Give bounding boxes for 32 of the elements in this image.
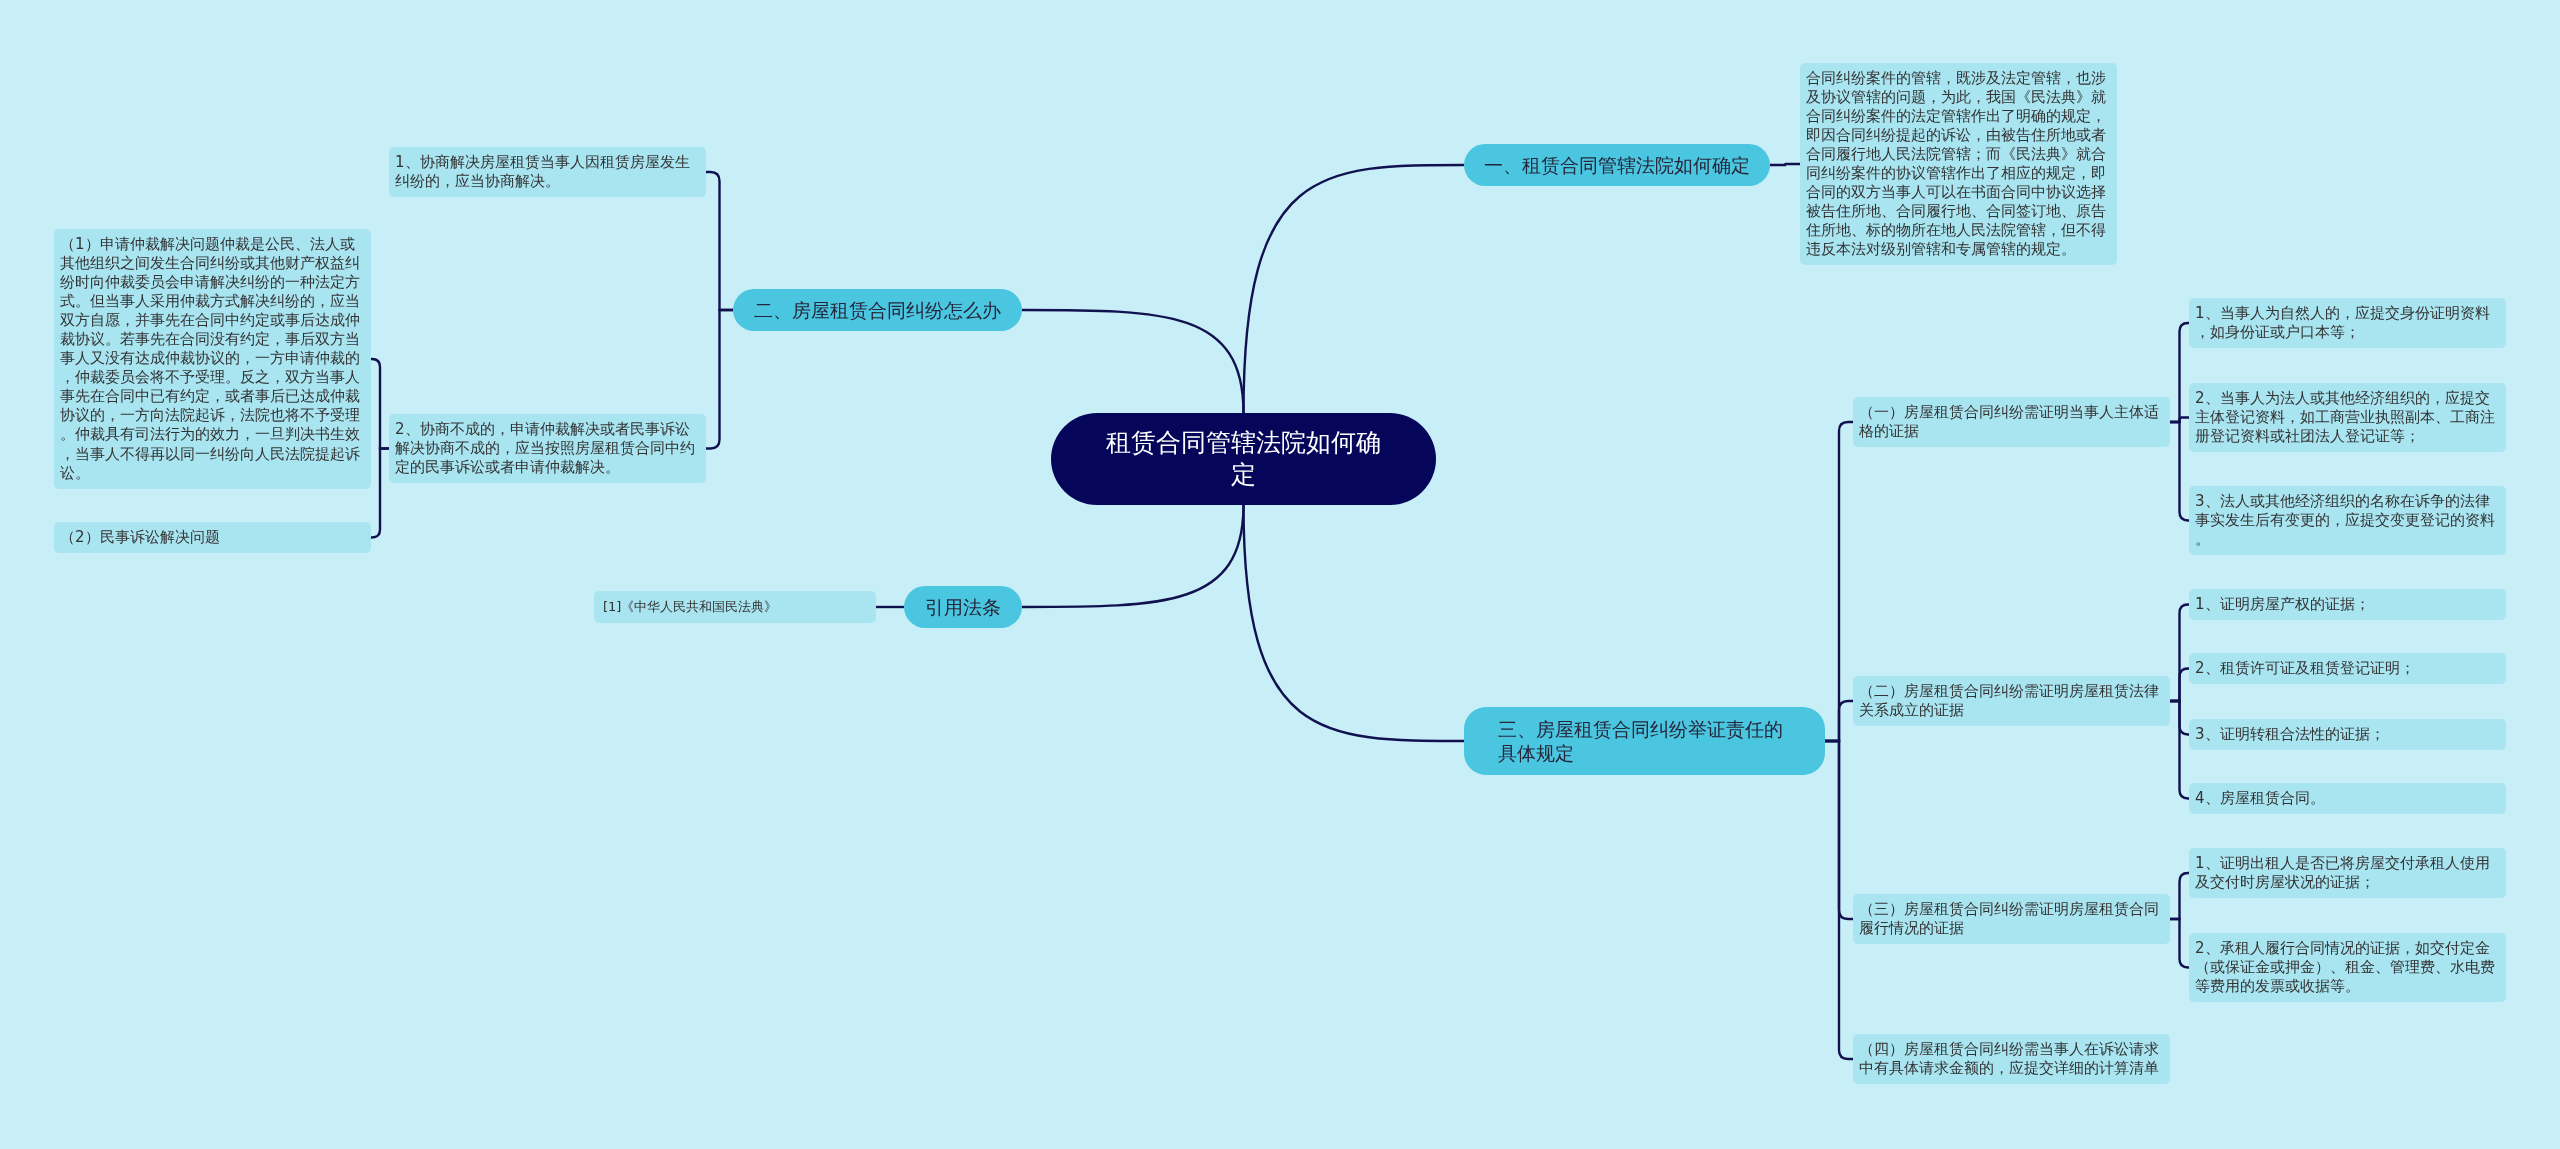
connector (2170, 420, 2190, 522)
note-box: （2）民事诉讼解决问题 (54, 521, 371, 553)
note-box: （二）房屋租赁合同纠纷需证明房屋租赁法律关系成立的证据 (1853, 676, 2170, 727)
note-box: 2、当事人为法人或其他经济组织的，应提交主体登记资料，如工商营业执照副本、工商注册登记资料或社团法人登记证等； (2189, 382, 2506, 452)
branch-topic: 二、房屋租赁合同纠纷怎么办 (733, 289, 1022, 332)
connector (1242, 504, 1464, 743)
note-box: 1、协商解决房屋租赁当事人因租赁房屋发生纠纷的，应当协商解决。 (389, 147, 706, 198)
note-box: （一）房屋租赁合同纠纷需证明当事人主体适格的证据 (1853, 397, 2170, 448)
note-box: （1）申请仲裁解决问题仲裁是公民、法人或其他组织之间发生合同纠纷或其他财产权益纠纷时向仲裁委员会申请解决纠纷的一种法定方式。但当事人采用仲裁方式解决纠纷的，应当双方自愿，并事先在合同中约定或事后达成仲裁协议。若事先在合同没有约定，事后双方当事人又没有达成仲裁协议的，一方申请仲裁的，仲裁委员会将不予受理。反之，双方当事人事先在合同中已有约定，或者事后已达成仲裁协议的，一方向法院起诉，法院也将不予受理。仲裁具有司法行为的效力，一旦判决书生效，当事人不得再以同一纠纷向人民法院提起诉讼。 (54, 229, 371, 489)
connector (370, 447, 389, 539)
note-box: 合同纠纷案件的管辖，既涉及法定管辖，也涉及协议管辖的问题，为此，我国《民法典》就合同纠纷案件的法定管辖作出了明确的规定，即因合同纠纷提起的诉讼，由被告住所地或者合同履行地人民法院管辖；而《民法典》就合同纠纷案件的协议管辖作出了相应的规定，即合同的双方当事人可以在书面合同中协议选择被告住所地、合同履行地、合同签订地、原告住所地、标的物所在地人民法院管辖，但不得违反本法对级别管辖和专属管辖的规定。 (1800, 63, 2117, 266)
note-box: 1、当事人为自然人的，应提交身份证明资料，如身份证或户口本等； (2189, 298, 2506, 349)
central-topic: 租赁合同管辖法院如何确定 (1051, 413, 1436, 505)
connector (876, 605, 904, 609)
branch-topic: 一、租赁合同管辖法院如何确定 (1464, 144, 1770, 187)
note-box: 2、承租人履行合同情况的证据，如交付定金（或保证金或押金）、租金、管理费、水电费等费用的发票或收据等。 (2189, 932, 2506, 1002)
connector (1770, 162, 1800, 167)
note-box: （三）房屋租赁合同纠纷需证明房屋租赁合同履行情况的证据 (1853, 894, 2170, 945)
note-box: 3、法人或其他经济组织的名称在诉争的法律事实发生后有变更的，应提交变更登记的资料。 (2189, 485, 2506, 555)
note-box: 1、证明出租人是否已将房屋交付承租人使用及交付时房屋状况的证据； (2189, 848, 2506, 899)
note-box: 2、协商不成的，申请仲裁解决或者民事诉讼解决协商不成的，应当按照房屋租赁合同中约定的民事诉讼或者申请仲裁解决。 (389, 413, 706, 483)
note-box: [1]《中华人民共和国民法典》 (594, 590, 876, 623)
connector (2170, 699, 2190, 800)
note-box: 3、证明转租合法性的证据； (2189, 718, 2506, 750)
note-box: （四）房屋租赁合同纠纷需当事人在诉讼请求中有具体请求金额的，应提交详细的计算清单 (1853, 1034, 2170, 1085)
branch-topic: 三、房屋租赁合同纠纷举证责任的具体规定 (1464, 707, 1825, 776)
branch-topic: 引用法条 (904, 586, 1022, 629)
note-box: 4、房屋租赁合同。 (2189, 782, 2506, 814)
note-box: 2、租赁许可证及租赁登记证明； (2189, 652, 2506, 684)
connector (1022, 308, 1245, 414)
connector (2170, 917, 2190, 969)
note-box: 1、证明房屋产权的证据； (2189, 588, 2506, 620)
